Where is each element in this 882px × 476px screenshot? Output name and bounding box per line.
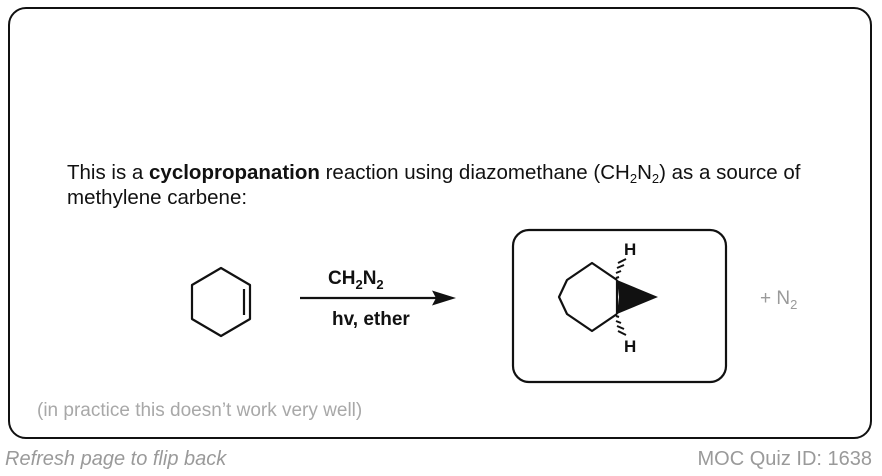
- intro-subscript-1: 2: [629, 171, 638, 186]
- hydrogen-label-bottom: H: [624, 337, 636, 356]
- reaction-description: This is a cyclopropanation reaction usin…: [67, 160, 807, 210]
- intro-text-4: ) as a source of methylene carbene:: [67, 161, 801, 209]
- intro-bold-term: cyclopropanation: [149, 161, 320, 184]
- hydrogen-label-top: H: [624, 240, 636, 259]
- hashed-bond-bottom: [615, 315, 627, 336]
- nitrogen-byproduct: + N2: [760, 288, 797, 312]
- cyclohexene-structure: [190, 266, 252, 338]
- cyclopropane-wedge: [617, 280, 658, 314]
- norcarane-structure: [557, 261, 619, 333]
- refresh-flip-back-link[interactable]: Refresh page to flip back: [5, 448, 227, 470]
- conditions-below-arrow: hv, ether: [332, 309, 410, 330]
- product-box: [511, 228, 728, 384]
- practice-note: (in practice this doesn’t work very well…: [37, 400, 363, 421]
- intro-subscript-2: 2: [651, 171, 660, 186]
- flashcard: [8, 7, 872, 439]
- quiz-id-label: MOC Quiz ID: 1638: [697, 448, 872, 470]
- intro-text-2: reaction using diazomethane (CH: [319, 161, 630, 184]
- reagent-above-arrow: CH2N2: [328, 268, 384, 292]
- intro-text-1: This is a: [67, 161, 150, 184]
- hashed-bond-top: [615, 258, 627, 279]
- reaction-arrow: [300, 290, 456, 306]
- intro-text-3: N: [637, 161, 652, 184]
